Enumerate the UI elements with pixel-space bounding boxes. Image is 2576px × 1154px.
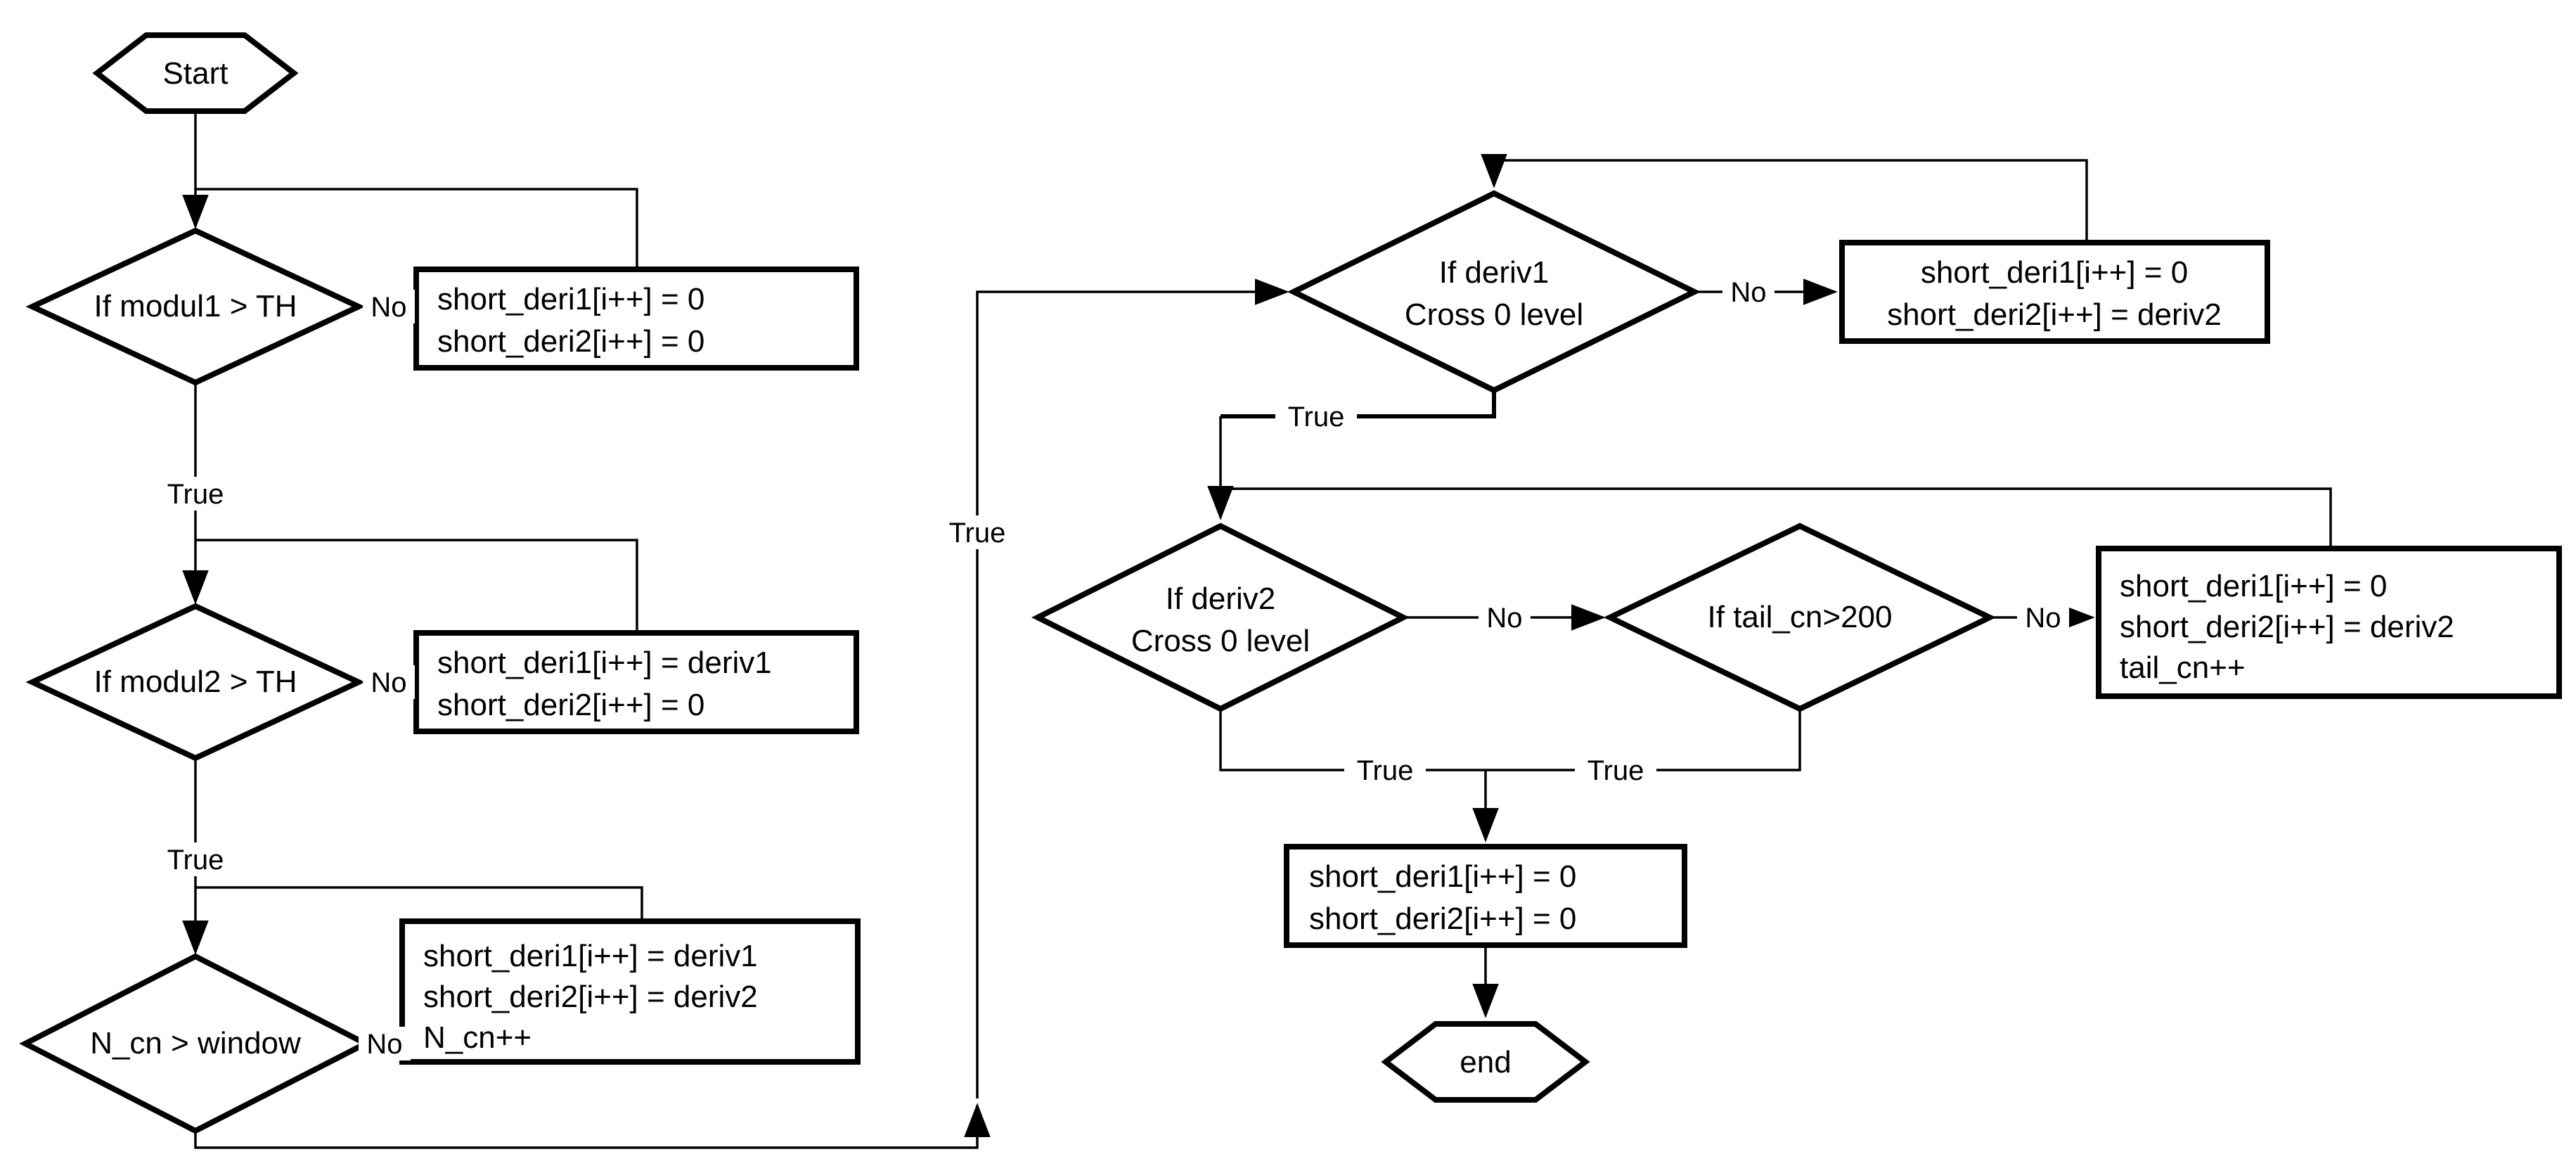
decision-deriv2-diamond	[1031, 522, 1410, 712]
start-node: Start	[92, 32, 299, 114]
decision-tailcn-diamond	[1603, 522, 1997, 712]
edge-label-true-feedback-text: True	[949, 518, 1006, 549]
edge-label-no-1-text: No	[371, 292, 406, 323]
process-ncn-no-line1: short_deri1[i++] = deriv1	[423, 939, 758, 973]
edge-loop-box3-to-ncn	[195, 886, 643, 921]
edge-label-no-3-text: No	[366, 1029, 402, 1060]
edge-label-no-1-bg	[363, 290, 415, 323]
process-modul2-no: short_deri1[i++] = deriv1 short_deri2[i+…	[413, 630, 859, 734]
edge-label-true-tailcn: True	[1575, 753, 1656, 787]
edge-feedback-to-deriv1	[976, 278, 1289, 1098]
process-modul2-no-line2: short_deri2[i++] = 0	[437, 688, 704, 722]
decision-deriv2: If deriv2 Cross 0 level	[1031, 522, 1410, 712]
edge-label-true-2-text: True	[167, 845, 224, 876]
process-deriv1-no-rect	[1839, 240, 2270, 344]
decision-tailcn: If tail_cn>200	[1603, 522, 1997, 712]
edge-label-no-3-bg	[359, 1027, 411, 1060]
process-true-merge-rect	[1284, 844, 1687, 948]
edge-loop-box4-to-deriv1	[1481, 153, 2088, 243]
edge-label-no-2-bg	[363, 665, 415, 699]
edge-label-no-6: No	[2017, 601, 2069, 634]
edge-label-true-tailcn-text: True	[1588, 755, 1644, 786]
edge-loop-box1-to-modul1	[195, 188, 638, 269]
decision-deriv1: If deriv1 Cross 0 level	[1287, 190, 1701, 394]
decision-deriv1-line1: If deriv1	[1439, 255, 1550, 290]
decision-modul2-diamond	[25, 603, 366, 762]
process-modul1-no-line1: short_deri1[i++] = 0	[437, 282, 704, 316]
process-true-merge-line2: short_deri2[i++] = 0	[1309, 902, 1576, 936]
edge-label-true-feedback: True	[936, 515, 1018, 549]
process-tailcn-no-line1: short_deri1[i++] = 0	[2120, 569, 2387, 603]
edge-label-no-6-text: No	[2025, 603, 2061, 634]
decision-modul2: If modul2 > TH	[25, 603, 366, 762]
edge-label-no-2: No	[363, 665, 415, 699]
decision-ncn: N_cn > window	[19, 953, 372, 1134]
edge-label-true-1-text: True	[167, 479, 224, 510]
edge-label-no-6-bg	[2017, 601, 2069, 634]
start-hexagon	[92, 32, 299, 114]
decision-modul1: If modul1 > TH	[25, 227, 366, 386]
edge-label-true-deriv2: True	[1344, 753, 1426, 787]
edge-label-no-4-text: No	[1730, 277, 1766, 308]
edge-label-no-3: No	[359, 1027, 411, 1060]
process-tailcn-no-line3: tail_cn++	[2120, 650, 2246, 685]
decision-ncn-label: N_cn > window	[90, 1026, 301, 1060]
decision-tailcn-label: If tail_cn>200	[1708, 600, 1893, 634]
edge-label-true-deriv1-bg	[1275, 399, 1357, 433]
edge-loop-box2-to-modul2	[195, 539, 638, 633]
decision-deriv2-line2: Cross 0 level	[1131, 624, 1310, 658]
process-modul1-no: short_deri1[i++] = 0 short_deri2[i++] = …	[413, 267, 859, 371]
process-modul2-no-rect	[413, 630, 859, 734]
edge-label-no-5-text: No	[1486, 603, 1522, 634]
edge-label-true-1: True	[155, 477, 236, 511]
process-true-merge: short_deri1[i++] = 0 short_deri2[i++] = …	[1284, 844, 1687, 948]
process-deriv1-no-line2: short_deri2[i++] = deriv2	[1887, 297, 2222, 332]
process-tailcn-no-rect	[2096, 546, 2562, 699]
decision-deriv1-diamond	[1287, 190, 1701, 394]
process-modul1-no-rect	[413, 267, 859, 371]
process-ncn-no-line2: short_deri2[i++] = deriv2	[423, 980, 758, 1014]
process-ncn-no-rect	[399, 918, 861, 1065]
start-label: Start	[163, 56, 228, 91]
process-tailcn-no: short_deri1[i++] = 0 short_deri2[i++] = …	[2096, 546, 2562, 699]
edge-label-no-4-bg	[1722, 275, 1775, 309]
edge-label-true-deriv1-text: True	[1288, 402, 1345, 432]
edge-label-true-2-bg	[155, 842, 236, 876]
edge-label-true-deriv2-bg	[1344, 753, 1426, 787]
process-true-merge-line1: short_deri1[i++] = 0	[1309, 859, 1576, 894]
decision-ncn-diamond	[19, 953, 372, 1134]
edge-label-true-deriv1: True	[1275, 399, 1357, 433]
edge-ncn-true-bottom	[194, 1103, 991, 1149]
decision-deriv1-line2: Cross 0 level	[1405, 297, 1583, 332]
edge-label-true-2: True	[155, 842, 236, 876]
edge-label-true-feedback-bg	[936, 515, 1018, 549]
end-node: end	[1381, 1021, 1590, 1103]
process-ncn-no: short_deri1[i++] = deriv1 short_deri2[i+…	[399, 918, 861, 1065]
edge-label-no-1: No	[363, 290, 415, 323]
decision-modul2-label: If modul2 > TH	[94, 665, 297, 699]
edge-label-true-1-bg	[155, 477, 236, 511]
edge-labels: No True No True No True No True	[155, 275, 2069, 1060]
process-modul1-no-line2: short_deri2[i++] = 0	[437, 324, 704, 359]
edge-label-no-5: No	[1479, 601, 1531, 634]
decision-modul1-label: If modul1 > TH	[94, 289, 297, 323]
edge-label-true-tailcn-bg	[1575, 753, 1656, 787]
end-label: end	[1460, 1045, 1511, 1079]
decision-deriv2-line1: If deriv2	[1166, 582, 1276, 616]
edge-loop-box5-to-deriv2	[1221, 487, 2332, 549]
decision-modul1-diamond	[25, 227, 366, 386]
process-deriv1-no-line1: short_deri1[i++] = 0	[1921, 255, 2188, 290]
edge-label-no-5-bg	[1479, 601, 1531, 634]
edge-label-true-deriv2-text: True	[1357, 755, 1414, 786]
edge-label-no-4: No	[1722, 275, 1775, 309]
edge-label-no-2-text: No	[371, 667, 406, 698]
process-ncn-no-line3: N_cn++	[423, 1020, 532, 1055]
process-modul2-no-line1: short_deri1[i++] = deriv1	[437, 646, 772, 680]
process-deriv1-no: short_deri1[i++] = 0 short_deri2[i++] = …	[1839, 240, 2270, 344]
edge-deriv1-true	[1221, 390, 1496, 418]
end-hexagon	[1381, 1021, 1590, 1103]
process-tailcn-no-line2: short_deri2[i++] = deriv2	[2120, 610, 2454, 644]
